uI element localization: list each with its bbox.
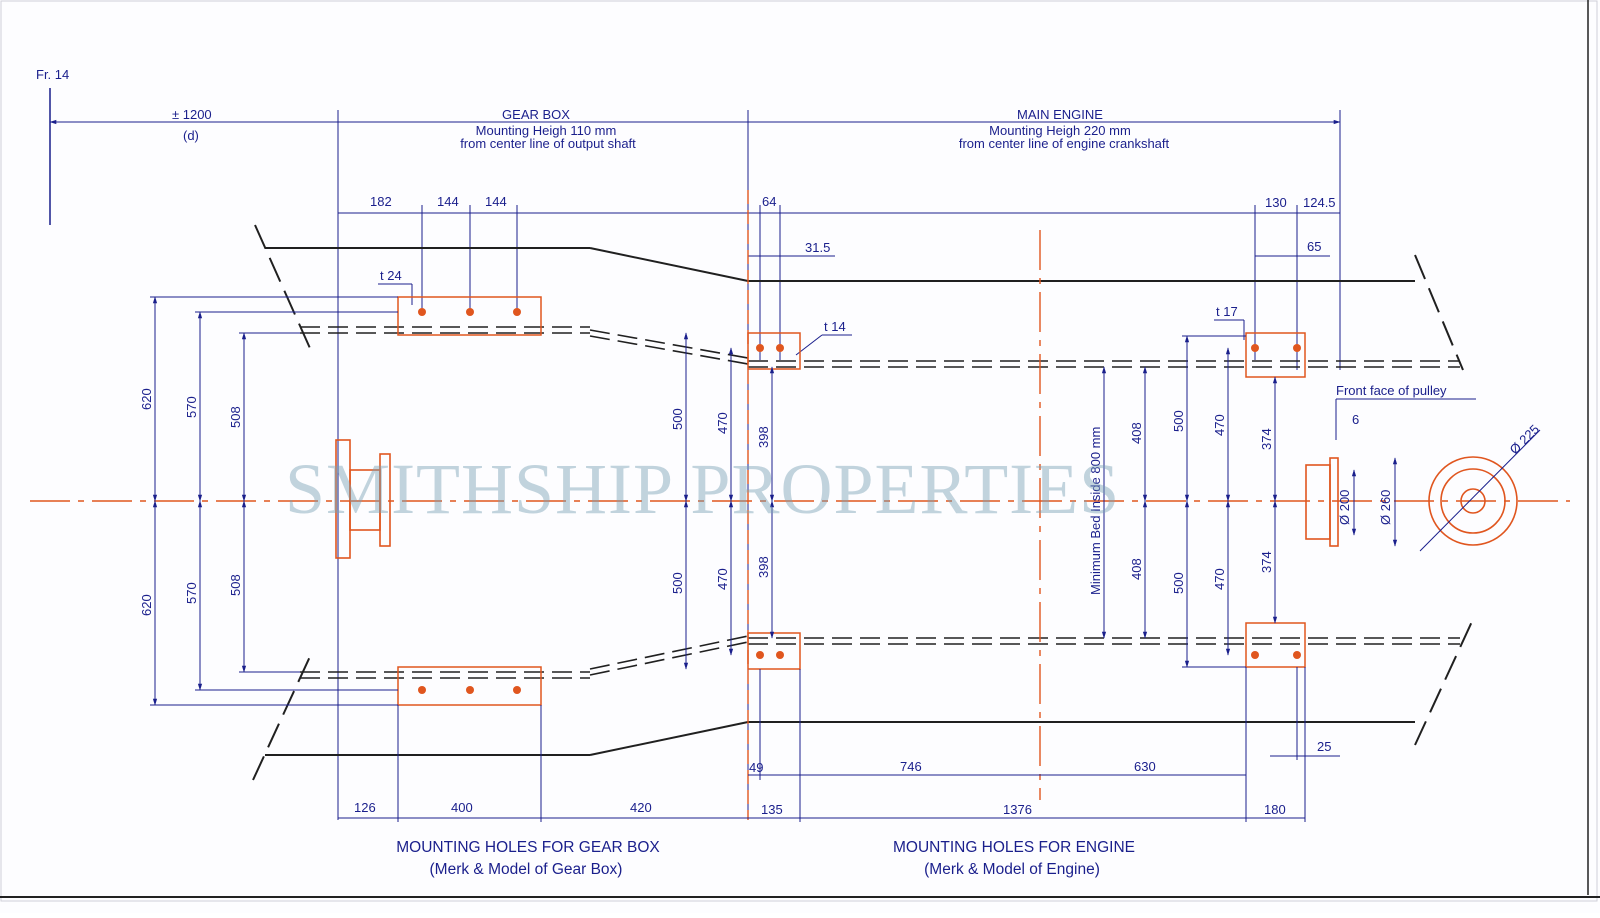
dim-500-a-top: 500 xyxy=(670,408,685,430)
dim-398-top: 398 xyxy=(756,426,771,448)
bottom-dimension-texts: 126 400 420 49 746 630 135 1376 180 25 xyxy=(354,739,1331,817)
distance-note: (d) xyxy=(183,128,199,143)
dim-6: 6 xyxy=(1352,412,1359,427)
dim-500-a-bottom: 500 xyxy=(670,572,685,594)
dim-570-bottom: 570 xyxy=(184,582,199,604)
distance-value: ± 1200 xyxy=(172,107,212,122)
dim-470-b-bottom: 470 xyxy=(1212,568,1227,590)
dim-470-b-top: 470 xyxy=(1212,414,1227,436)
caption-gearbox-title: MOUNTING HOLES FOR GEAR BOX xyxy=(396,839,660,856)
dim-126: 126 xyxy=(354,800,376,815)
dim-180: 180 xyxy=(1264,802,1286,817)
gearbox-line2: from center line of output shaft xyxy=(460,136,636,151)
vertical-dimension-texts: 620 620 570 570 508 508 500 500 470 470 … xyxy=(139,388,1274,616)
dim-d200: Ø 200 xyxy=(1337,490,1352,525)
dim-130: 130 xyxy=(1265,195,1287,210)
gearbox-title: GEAR BOX xyxy=(502,107,570,122)
frame-label: Fr. 14 xyxy=(36,67,69,82)
caption-gearbox-sub: (Merk & Model of Gear Box) xyxy=(430,861,623,878)
pulley-side xyxy=(1305,457,1339,547)
center-lines xyxy=(30,190,1570,820)
dim-508-top: 508 xyxy=(228,406,243,428)
thickness-t14: t 14 xyxy=(824,319,846,334)
dim-508-bottom: 508 xyxy=(228,574,243,596)
dim-1376: 1376 xyxy=(1003,802,1032,817)
pulley-diameter-line xyxy=(1419,429,1541,552)
pulley-label: Front face of pulley xyxy=(1336,383,1447,398)
gearbox-line1: Mounting Heigh 110 mm xyxy=(476,123,617,138)
dim-135: 135 xyxy=(761,802,783,817)
dim-d225: Ø 225 xyxy=(1507,421,1543,457)
engine-title: MAIN ENGINE xyxy=(1017,107,1103,122)
dim-31-5: 31.5 xyxy=(805,240,830,255)
dim-398-bottom: 398 xyxy=(756,556,771,578)
dim-374-bottom: 374 xyxy=(1259,551,1274,573)
dim-500-b-top: 500 xyxy=(1171,410,1186,432)
flange-hidden-lines xyxy=(300,326,1460,679)
dim-408-top: 408 xyxy=(1129,422,1144,444)
dim-25: 25 xyxy=(1317,739,1331,754)
dim-630: 630 xyxy=(1134,759,1156,774)
pulley-face xyxy=(1428,456,1518,546)
dim-144-a: 144 xyxy=(437,194,459,209)
dim-470-a-bottom: 470 xyxy=(715,568,730,590)
engine-line2: from center line of engine crankshaft xyxy=(959,136,1170,151)
dim-570-top: 570 xyxy=(184,396,199,418)
bolt-holes xyxy=(418,308,1301,694)
gearbox-plates xyxy=(397,296,1306,706)
dim-470-a-top: 470 xyxy=(715,412,730,434)
dim-620-top: 620 xyxy=(139,388,154,410)
dim-420: 420 xyxy=(630,800,652,815)
thickness-t24: t 24 xyxy=(380,268,402,283)
bed-label: Minimum Bed Inside 800 mm xyxy=(1088,427,1103,595)
dim-620-bottom: 620 xyxy=(139,594,154,616)
dim-65: 65 xyxy=(1307,239,1321,254)
dim-408-bottom: 408 xyxy=(1129,558,1144,580)
pulley-dim-lines xyxy=(1351,457,1398,547)
dim-144-b: 144 xyxy=(485,194,507,209)
engine-line1: Mounting Heigh 220 mm xyxy=(989,123,1131,138)
dim-500-b-bottom: 500 xyxy=(1171,572,1186,594)
dim-124-5: 124.5 xyxy=(1303,195,1336,210)
thickness-t17: t 17 xyxy=(1216,304,1238,319)
dim-182: 182 xyxy=(370,194,392,209)
top-dimension-chain xyxy=(338,205,1340,370)
dim-746: 746 xyxy=(900,759,922,774)
dim-374-top: 374 xyxy=(1259,428,1274,450)
caption-engine-title: MOUNTING HOLES FOR ENGINE xyxy=(893,839,1135,856)
dim-400: 400 xyxy=(451,800,473,815)
gearbox-coupling xyxy=(335,439,391,559)
dim-49: 49 xyxy=(749,760,763,775)
dim-d260: Ø 260 xyxy=(1378,490,1393,525)
caption-engine-sub: (Merk & Model of Engine) xyxy=(924,861,1100,878)
dim-64: 64 xyxy=(762,194,776,209)
foundation-outline xyxy=(252,224,1476,781)
vertical-dimension-lines xyxy=(150,296,1278,706)
bottom-dimension-lines xyxy=(338,667,1340,822)
